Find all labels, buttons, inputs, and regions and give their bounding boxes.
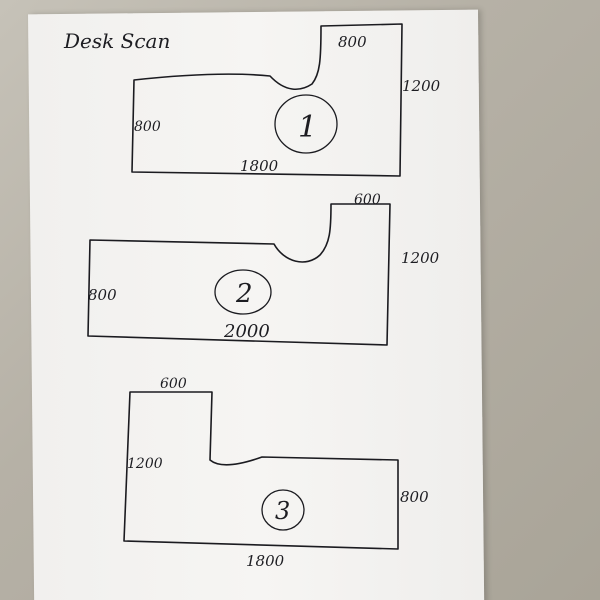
shape-2-label-right: 1200 (401, 249, 440, 267)
shape-2-outline (87, 203, 391, 346)
title-note: Desk Scan (63, 29, 170, 53)
desk-shape-3: 3 600 1200 800 1800 (123, 376, 429, 570)
shape-3-number: 3 (275, 497, 290, 525)
shape-1-number: 1 (298, 110, 317, 145)
shape-1-outline (131, 23, 403, 177)
shape-2-label-left: 800 (88, 286, 117, 304)
desk-shape-1: 1 800 1200 800 1800 (131, 23, 441, 177)
shape-2-label-bottom: 2000 (223, 321, 270, 342)
shape-2-label-top: 600 (354, 192, 381, 208)
shape-3-number-circle (261, 489, 305, 531)
shape-1-number-circle (274, 94, 338, 154)
shape-3-label-bottom: 1800 (246, 552, 285, 570)
shape-1-label-left: 800 (134, 119, 161, 135)
shape-2-number: 2 (235, 279, 253, 309)
shape-1-label-top: 800 (338, 33, 367, 51)
shape-3-label-left: 1200 (127, 456, 163, 472)
shape-3-label-right: 800 (400, 488, 429, 506)
desk-shape-2: 2 600 1200 800 2000 (87, 192, 440, 346)
shape-1-label-right: 1200 (402, 77, 441, 95)
shape-3-outline (123, 391, 399, 550)
shape-1-label-bottom: 1800 (240, 157, 279, 175)
shape-3-label-top: 600 (160, 376, 187, 392)
shape-2-number-circle (214, 269, 272, 315)
